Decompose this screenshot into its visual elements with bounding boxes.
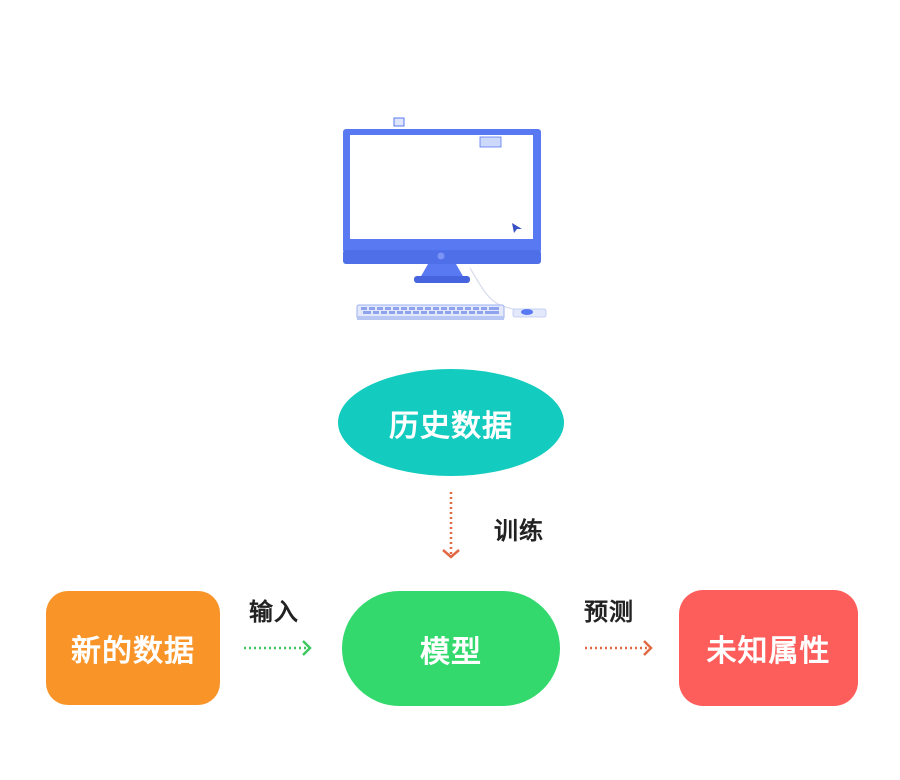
node-history-data: 历史数据 [338,369,564,476]
node-history-label: 历史数据 [389,408,513,444]
node-model: 模型 [342,591,560,706]
edge-label-predict: 预测 [584,598,634,626]
node-new-data: 新的数据 [46,591,220,705]
node-unknown-attribute: 未知属性 [679,590,858,706]
cursor-arrow-icon [512,223,522,233]
node-model-label: 模型 [420,634,482,670]
edge-label-input: 输入 [249,598,299,626]
desktop-computer-icon [343,117,547,320]
edge-label-train: 训练 [494,517,544,545]
node-unknown-label: 未知属性 [706,634,831,669]
mouse-icon [512,308,547,318]
node-newdata-label: 新的数据 [71,634,195,669]
keyboard-icon [356,304,505,320]
